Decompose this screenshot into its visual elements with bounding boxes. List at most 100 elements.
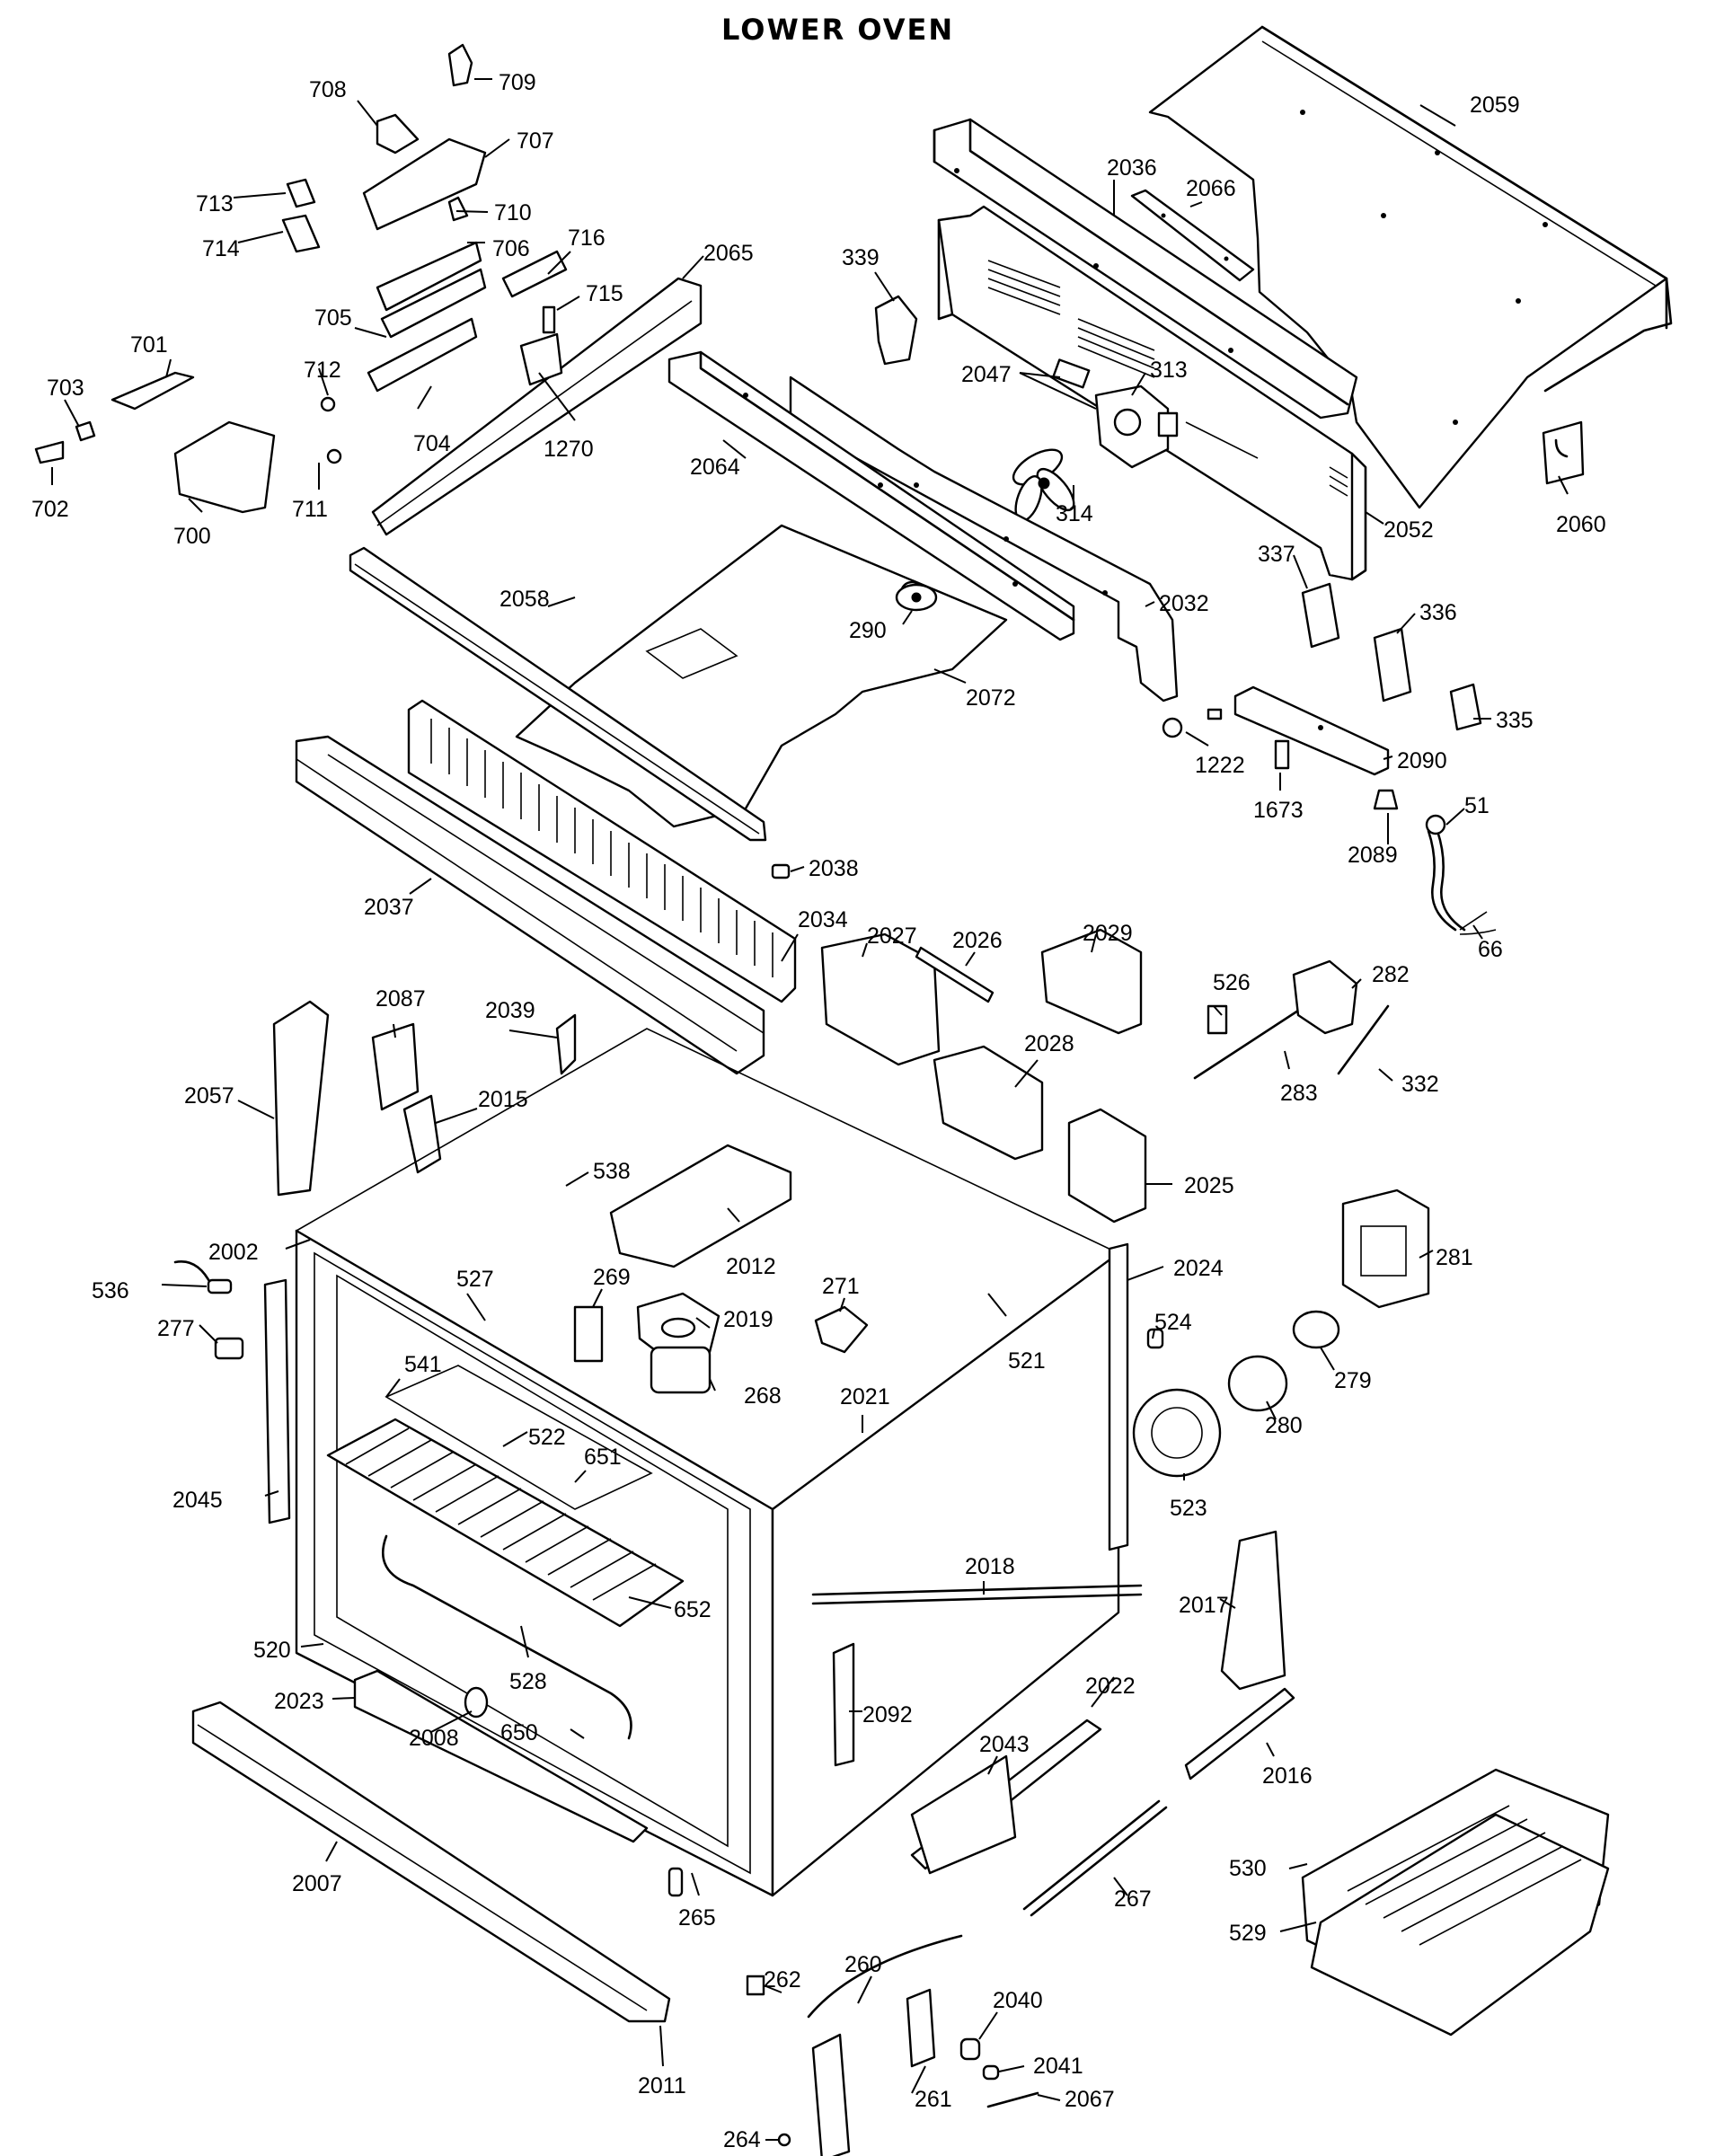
label-268: 268	[744, 1383, 782, 1409]
label-2016: 2016	[1262, 1763, 1313, 1789]
part-2012-cover	[609, 1144, 792, 1268]
label-2052: 2052	[1383, 517, 1434, 543]
label-716: 716	[568, 225, 606, 251]
label-2015: 2015	[478, 1087, 528, 1112]
label-2045: 2045	[172, 1488, 223, 1513]
label-2008: 2008	[409, 1726, 459, 1751]
label-711: 711	[292, 497, 328, 522]
label-2017: 2017	[1179, 1593, 1229, 1618]
part-2018-bar	[811, 1584, 1143, 1605]
label-703: 703	[47, 376, 84, 401]
label-2026: 2026	[952, 928, 1003, 953]
label-265: 265	[678, 1905, 716, 1931]
part-2038	[771, 863, 791, 879]
part-268-269-2019-components	[573, 1292, 720, 1394]
label-2067: 2067	[1065, 2087, 1115, 2112]
label-541: 541	[404, 1352, 442, 1377]
label-269: 269	[593, 1265, 631, 1290]
label-279: 279	[1334, 1368, 1372, 1393]
label-520: 520	[253, 1638, 291, 1663]
part-2072-shield	[515, 524, 1008, 828]
label-2065: 2065	[703, 241, 754, 266]
label-2029: 2029	[1083, 921, 1133, 946]
label-709: 709	[499, 70, 536, 95]
part-1222-1673-2089-small-parts	[1162, 708, 1399, 810]
label-336: 336	[1419, 600, 1457, 625]
part-2016-2017-2022-base	[910, 1530, 1295, 1875]
part-2007-trim	[191, 1701, 671, 2023]
label-261: 261	[915, 2087, 952, 2112]
label-51: 51	[1464, 793, 1490, 818]
label-536: 536	[92, 1278, 129, 1303]
part-2032-rear-bracket	[789, 376, 1179, 702]
label-262: 262	[764, 1967, 801, 1993]
label-339: 339	[842, 245, 880, 270]
part-528-rack	[326, 1418, 685, 1628]
label-2019: 2019	[723, 1307, 774, 1332]
label-700: 700	[173, 524, 211, 549]
label-271: 271	[822, 1274, 860, 1299]
part-279-280-523-lamp	[1132, 1310, 1340, 1478]
part-281-light-housing	[1341, 1188, 1430, 1309]
part-2034-louvered-panel	[407, 699, 797, 1003]
part-290-thermostat	[895, 583, 938, 612]
label-2043: 2043	[979, 1732, 1030, 1757]
label-283: 283	[1280, 1081, 1318, 1106]
label-2072: 2072	[966, 685, 1016, 711]
label-710: 710	[494, 200, 532, 225]
label-713: 713	[196, 191, 234, 216]
label-281: 281	[1436, 1245, 1473, 1270]
label-267: 267	[1114, 1886, 1152, 1912]
label-2028: 2028	[1024, 1031, 1074, 1056]
label-529: 529	[1229, 1921, 1267, 1946]
label-530: 530	[1229, 1856, 1267, 1881]
label-2024: 2024	[1173, 1256, 1224, 1281]
label-2040: 2040	[993, 1988, 1043, 2013]
part-314-fan	[1012, 448, 1075, 522]
label-2022: 2022	[1085, 1674, 1136, 1699]
part-2065-rail	[371, 277, 703, 536]
label-2047: 2047	[961, 362, 1012, 387]
label-2058: 2058	[499, 587, 550, 612]
part-2090-bracket	[1233, 685, 1390, 776]
part-2058-rail	[349, 546, 767, 842]
label-522: 522	[528, 1425, 566, 1450]
label-652: 652	[674, 1597, 712, 1622]
label-2057: 2057	[184, 1083, 234, 1109]
part-277-536	[173, 1259, 244, 1360]
label-1673: 1673	[1253, 798, 1304, 823]
label-2025: 2025	[1184, 1173, 1234, 1198]
label-2066: 2066	[1186, 176, 1236, 201]
label-2089: 2089	[1348, 843, 1398, 868]
part-700-to-716-switch-cluster	[34, 43, 568, 514]
part-number-labels: 709 708 707 713 714 710 706 716 715 705 …	[31, 70, 1606, 2152]
label-2039: 2039	[485, 998, 535, 1023]
part-282-283-526-switch	[1193, 959, 1390, 1080]
label-2034: 2034	[798, 907, 848, 932]
label-526: 526	[1213, 970, 1251, 995]
label-1270: 1270	[544, 437, 594, 462]
label-701: 701	[130, 332, 168, 358]
part-2015-2039-2057-2087-brackets	[272, 1000, 577, 1197]
label-2087: 2087	[376, 986, 426, 1012]
label-2090: 2090	[1397, 748, 1447, 773]
part-51-66-wire-harness	[1425, 814, 1497, 935]
label-714: 714	[202, 236, 240, 261]
diagram-title: LOWER OVEN	[721, 13, 954, 47]
part-2008	[464, 1686, 489, 1719]
label-2060: 2060	[1556, 512, 1606, 537]
label-277: 277	[157, 1316, 195, 1341]
part-271	[814, 1305, 869, 1354]
label-337: 337	[1258, 542, 1295, 567]
label-715: 715	[586, 281, 623, 306]
label-313: 313	[1150, 358, 1188, 383]
part-2060-bracket	[1542, 420, 1585, 485]
part-529-530-broil-pan	[1301, 1768, 1610, 2037]
part-2024-side-edge	[1108, 1242, 1129, 1551]
label-524: 524	[1154, 1310, 1192, 1335]
label-523: 523	[1170, 1496, 1207, 1521]
part-2025-2029-ducts	[820, 928, 1147, 1224]
label-2007: 2007	[292, 1871, 342, 1896]
label-702: 702	[31, 497, 69, 522]
label-280: 280	[1265, 1413, 1303, 1438]
